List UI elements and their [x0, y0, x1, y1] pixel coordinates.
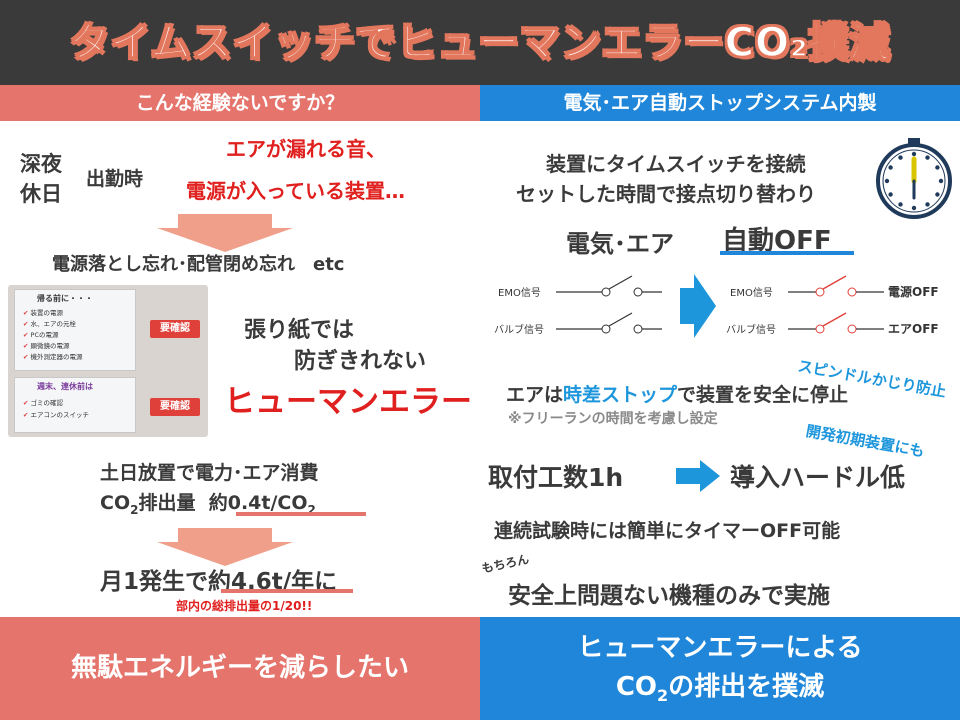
timer-off-text: 連続試験時には簡単にタイマーOFF可能 [494, 520, 841, 542]
monthly-underline [221, 589, 353, 593]
air-leak-text: エアが漏れる音、 [226, 137, 386, 161]
emo-signal-left: EMO信号 [498, 287, 541, 299]
notice-item: エアコンのスイッチ [30, 411, 90, 419]
notice-item: PCの電源 [30, 331, 59, 339]
arrow-right-icon [676, 460, 720, 492]
down-arrow-shaft-2 [178, 528, 272, 542]
late-night-label: 深夜 [20, 152, 62, 176]
switch-text: セットした時間で接点切り替わり [516, 182, 816, 206]
right-header-text: 電気･エア自動ストップシステム内製 [563, 92, 877, 114]
notice-item: 水、エアの元栓 [30, 320, 77, 328]
left-header-text: こんな経験ないですか？ [135, 92, 345, 114]
idle-emission-text: CO2排出量 約0.4t/CO2 [100, 492, 316, 517]
ratio-text: 部内の総排出量の1/20!! [176, 599, 313, 613]
left-footer: 無駄エネルギーを減らしたい [0, 617, 480, 720]
connect-text: 装置にタイムスイッチを接続 [546, 152, 806, 176]
down-arrow-icon [157, 228, 293, 252]
forgot-text: 電源落とし忘れ･配管閉め忘れ etc [52, 254, 345, 275]
electric-air-text: 電気･エア [566, 230, 674, 258]
staggered-stop-text: エアは時差ストップで装置を安全に停止 [506, 384, 849, 406]
clock-icon [876, 138, 952, 219]
install-time-text: 取付工数1h [488, 463, 624, 492]
left-section-header: こんな経験ないですか？ [0, 85, 480, 121]
air-off-label: エアOFF [888, 322, 939, 336]
power-off-label: 電源OFF [888, 284, 939, 299]
emo-signal-right: EMO信号 [730, 287, 773, 299]
down-arrow-shaft [178, 214, 272, 228]
safety-text: 安全上問題ない機種のみで実施 [508, 583, 830, 609]
valve-signal-right: バルブ信号 [726, 323, 776, 336]
of-course-note: もちろん [480, 551, 531, 576]
left-footer-text: 無駄エネルギーを減らしたい [70, 653, 409, 683]
notice-item: 顕微鏡の電源 [30, 342, 70, 350]
right-footer-line-2: CO2の排出を撲滅 [615, 672, 825, 706]
holiday-label: 休日 [20, 182, 62, 206]
right-footer-line-1: ヒューマンエラーによる [577, 633, 863, 663]
confirm-tag-2: 要確認 [150, 398, 200, 416]
notice-card-1: 帰る前に・・・ ✔ 装置の電源 ✔ 水、エアの元栓 ✔ PCの電源 ✔ 顕微鏡の… [14, 289, 136, 371]
idle-consumption-text: 土日放置で電力･エア消費 [100, 462, 319, 484]
freerun-note: ※フリーランの時間を考慮し設定 [508, 411, 718, 427]
auto-off-underline [720, 251, 854, 255]
right-section-header: 電気･エア自動ストップシステム内製 [480, 85, 960, 121]
notice-item: 装置の電源 [30, 309, 64, 317]
valve-signal-left: バルブ信号 [494, 323, 544, 336]
confirm-tag-1: 要確認 [150, 320, 200, 338]
title-band [0, 0, 960, 85]
notice-head-2: 週末、連休前は [37, 382, 93, 391]
notice-head-1: 帰る前に・・・ [37, 294, 93, 303]
page-title: タイムスイッチでヒューマンエラーCO₂撲滅 [69, 19, 891, 67]
notice-card-2: 週末、連休前は ✔ ゴミの確認 ✔ エアコンのスイッチ [14, 377, 136, 433]
power-on-text: 電源が入っている装置… [186, 179, 405, 203]
notice-item: ゴミの確認 [30, 399, 64, 407]
emission-underline [236, 512, 366, 516]
notice-photo: 帰る前に・・・ ✔ 装置の電源 ✔ 水、エアの元栓 ✔ PCの電源 ✔ 顕微鏡の… [8, 285, 208, 437]
notice-fail-1: 張り紙では [244, 318, 355, 343]
notice-fail-2: 防ぎきれない [294, 349, 427, 374]
notice-item: 機外測定器の電源 [30, 353, 83, 361]
low-hurdle-text: 導入ハードル低 [730, 463, 906, 492]
right-arrow-icon [680, 274, 716, 338]
down-arrow-icon-2 [157, 542, 293, 566]
switch-diagram: EMO信号 バルブ信号 EMO信号 バルブ信号 電源OFF エアOFF [494, 274, 939, 338]
right-footer: ヒューマンエラーによる CO2の排出を撲滅 [480, 617, 960, 720]
human-error-text: ヒューマンエラー [224, 384, 472, 420]
commute-label: 出勤時 [86, 168, 144, 190]
early-stage-note: 開発初期装置にも [804, 421, 926, 461]
